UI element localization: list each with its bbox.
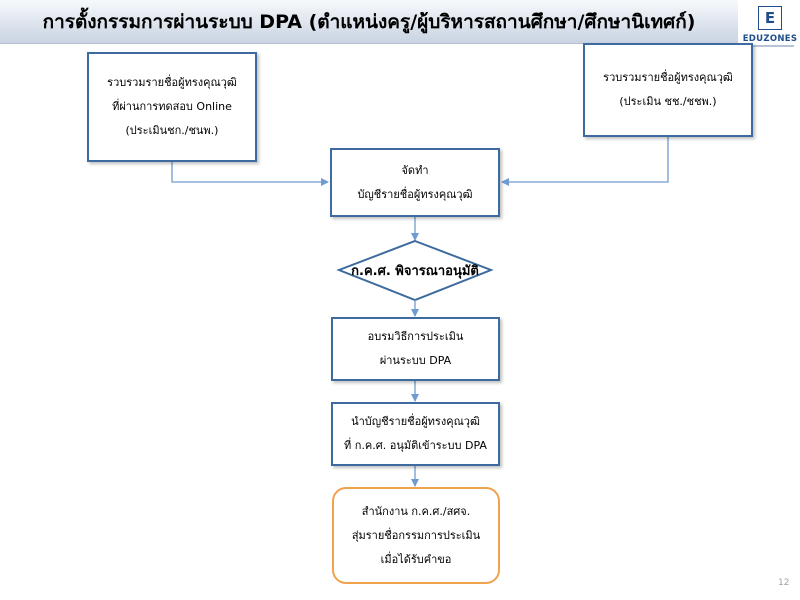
box-line: รวบรวมรายชื่อผู้ทรงคุณวุฒิ xyxy=(107,76,237,89)
box-line: จัดทำ xyxy=(401,163,429,177)
title-bar: การตั้งกรรมการผ่านระบบ DPA (ตำแหน่งครู/ผ… xyxy=(0,0,738,44)
box-line: รวบรวมรายชื่อผู้ทรงคุณวุฒิ xyxy=(603,71,733,84)
box-line: สุ่มรายชื่อกรรมการประเมิน xyxy=(351,528,481,542)
training-box: อบรมวิธีการประเมิน ผ่านระบบ DPA xyxy=(331,317,500,381)
collect-senior-qualified-box: รวบรวมรายชื่อผู้ทรงคุณวุฒิ (ประเมิน ชช./… xyxy=(583,43,753,137)
logo-name: EDUZONES xyxy=(742,34,798,44)
connector-left-to-prepare xyxy=(171,162,329,186)
decision-label: ก.ค.ศ. พิจารณาอนุมัติ xyxy=(351,263,479,279)
logo-underline xyxy=(746,45,794,47)
prepare-list-box: จัดทำ บัญชีรายชื่อผู้ทรงคุณวุฒิ xyxy=(330,148,500,217)
logo-letter: E xyxy=(758,6,782,30)
connector-right-to-prepare xyxy=(501,137,669,186)
box-line: บัญชีรายชื่อผู้ทรงคุณวุฒิ xyxy=(357,187,473,201)
box-line: (ประเมินชก./ชนพ.) xyxy=(125,124,219,137)
page-title: การตั้งกรรมการผ่านระบบ DPA (ตำแหน่งครู/ผ… xyxy=(42,10,696,33)
import-to-dpa-box: นำบัญชีรายชื่อผู้ทรงคุณวุฒิ ที่ ก.ค.ศ. อ… xyxy=(331,402,500,466)
box-line: อบรมวิธีการประเมิน xyxy=(367,330,464,343)
box-line: ที่ ก.ค.ศ. อนุมัติเข้าระบบ DPA xyxy=(344,439,487,452)
eduzones-logo: E EDUZONES xyxy=(742,6,798,50)
box-line: นำบัญชีรายชื่อผู้ทรงคุณวุฒิ xyxy=(351,415,480,428)
box-line: ที่ผ่านการทดสอบ Online xyxy=(112,100,232,113)
collect-online-qualified-box: รวบรวมรายชื่อผู้ทรงคุณวุฒิ ที่ผ่านการทดส… xyxy=(87,52,257,162)
box-line: เมื่อได้รับคำขอ xyxy=(380,552,452,566)
page-number: 12 xyxy=(778,578,790,588)
random-committee-box: สำนักงาน ก.ค.ศ./สศจ. สุ่มรายชื่อกรรมการป… xyxy=(332,487,500,584)
box-line: ผ่านระบบ DPA xyxy=(379,354,452,367)
box-line: (ประเมิน ชช./ชชพ.) xyxy=(619,95,717,108)
box-line: สำนักงาน ก.ค.ศ./สศจ. xyxy=(361,504,471,518)
